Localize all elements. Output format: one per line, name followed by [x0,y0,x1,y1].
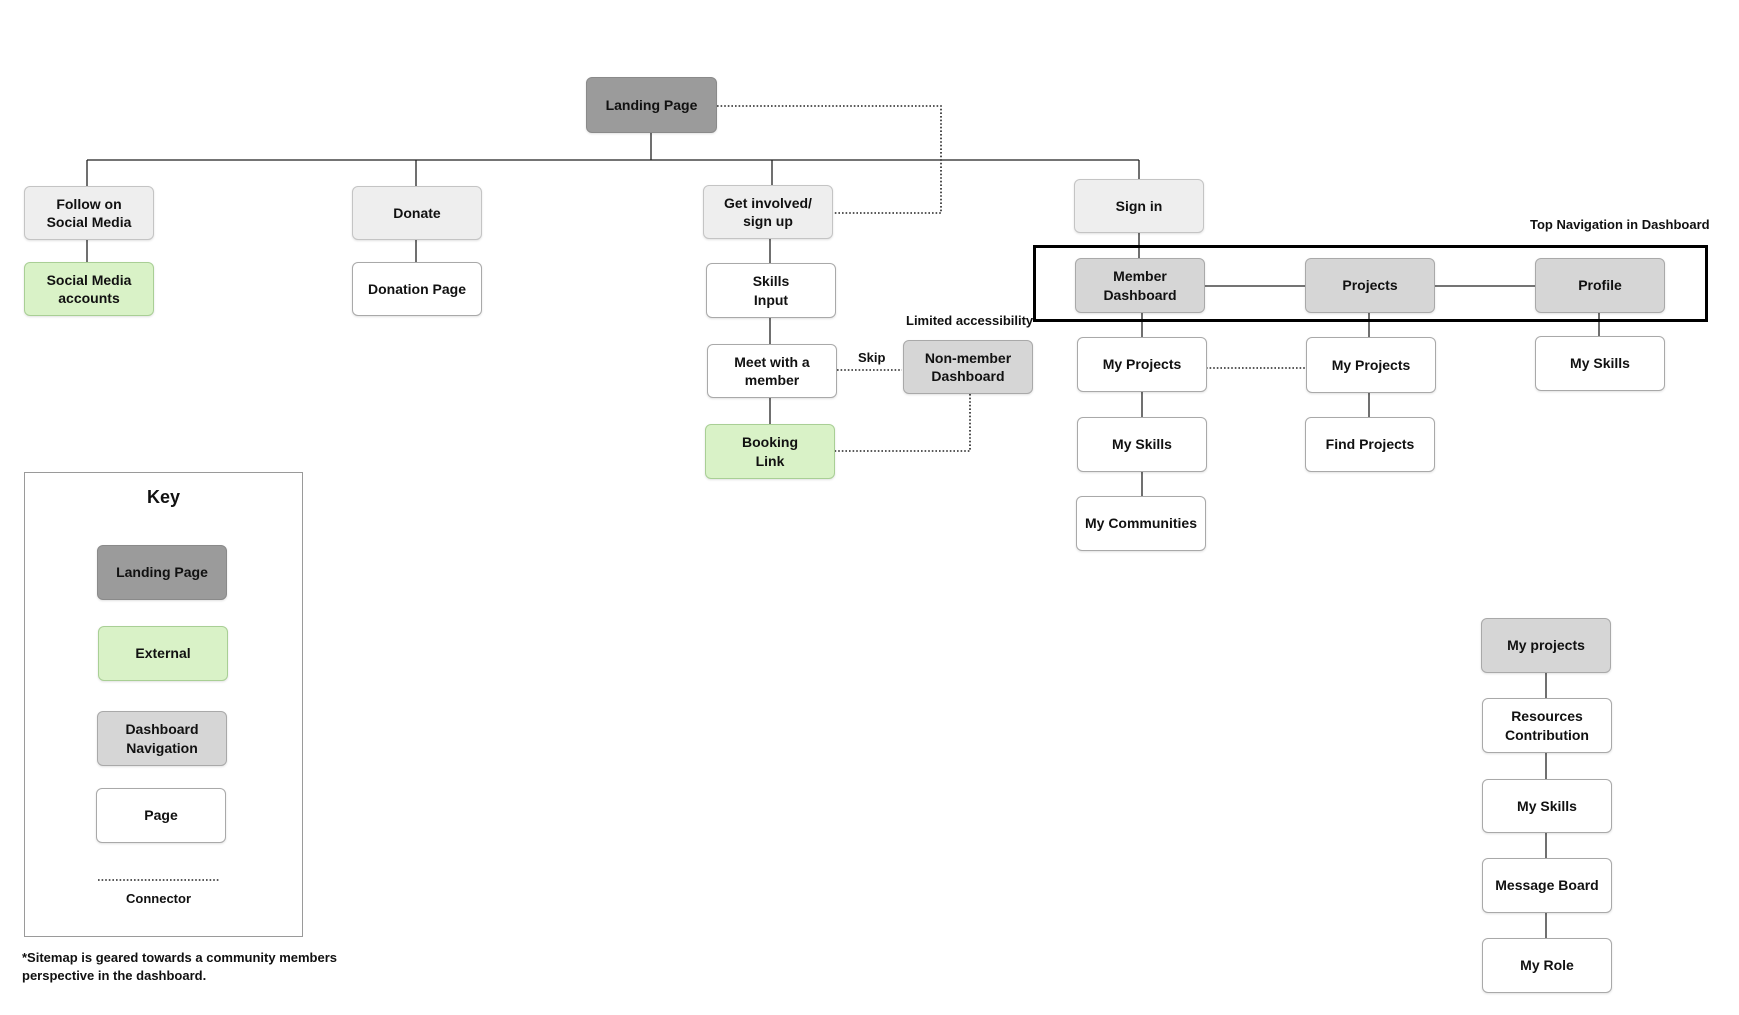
key-title: Key [146,487,181,507]
donate-node[interactable]: Donate [352,186,482,240]
mp-resources-contribution-node[interactable]: Resources Contribution [1482,698,1612,753]
key-page: Page [96,788,226,843]
footnote: *Sitemap is geared towards a community m… [22,950,337,983]
pf-my-skills-node[interactable]: My Skills [1535,336,1665,391]
booking-link-node[interactable]: Booking Link [705,424,835,479]
profile-node[interactable]: Profile [1535,258,1665,313]
get-involved-node[interactable]: Get involved/ sign up [703,185,833,239]
key-external: External [98,626,228,681]
projects-node[interactable]: Projects [1305,258,1435,313]
mp-my-role-node[interactable]: My Role [1482,938,1612,993]
key-legend: Key [24,472,303,937]
pr-my-projects-node[interactable]: My Projects [1306,337,1436,393]
md-my-projects-node[interactable]: My Projects [1077,337,1207,392]
skip-label: Skip [858,350,886,365]
top-navigation-label: Top Navigation in Dashboard [1530,217,1710,232]
mp-message-board-node[interactable]: Message Board [1482,858,1612,913]
donation-page-node[interactable]: Donation Page [352,262,482,316]
key-connector-label: Connector [126,891,191,906]
top-navigation-frame [1033,245,1708,322]
key-landing-page: Landing Page [97,545,227,600]
md-my-communities-node[interactable]: My Communities [1076,496,1206,551]
md-my-skills-node[interactable]: My Skills [1077,417,1207,472]
key-dashboard-navigation: Dashboard Navigation [97,711,227,766]
follow-social-media-node[interactable]: Follow on Social Media [24,186,154,240]
pr-find-projects-node[interactable]: Find Projects [1305,417,1435,472]
skills-input-node[interactable]: Skills Input [706,263,836,318]
limited-accessibility-label: Limited accessibility [906,313,1034,328]
member-dashboard-node[interactable]: Member Dashboard [1075,258,1205,313]
social-media-accounts-node[interactable]: Social Media accounts [24,262,154,316]
mp-my-skills-node[interactable]: My Skills [1482,779,1612,833]
non-member-dashboard-node[interactable]: Non-member Dashboard [903,340,1033,394]
mp-my-projects-node[interactable]: My projects [1481,618,1611,673]
meet-with-member-node[interactable]: Meet with a member [707,344,837,398]
landing-page-node[interactable]: Landing Page [586,77,717,133]
sign-in-node[interactable]: Sign in [1074,179,1204,233]
